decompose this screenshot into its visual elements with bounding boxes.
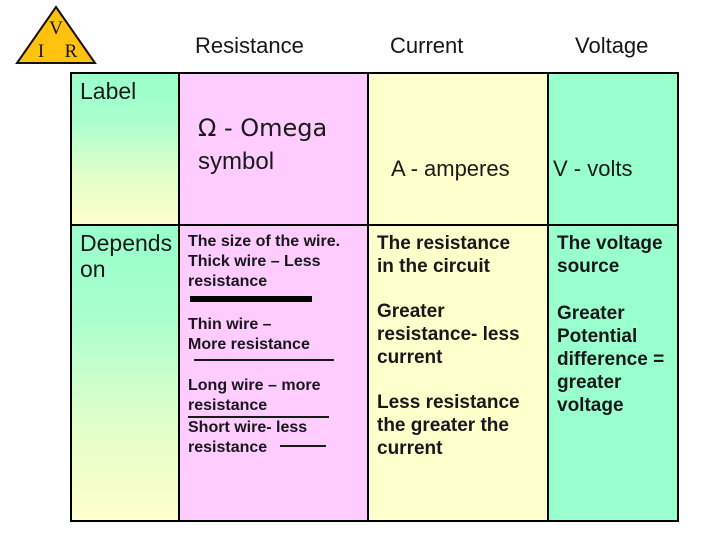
omega-symbol-text-line2: symbol (198, 148, 275, 175)
cell-depends-resistance: The size of the wire. Thick wire – Less … (178, 226, 367, 520)
voltage-p2-line4: greater (557, 372, 622, 393)
current-p2-line1: Greater (377, 301, 445, 322)
thick-wire-line1: Thick wire – Less (188, 253, 321, 270)
column-headers: Resistance Current Voltage (70, 33, 680, 67)
spacer (188, 361, 361, 376)
column-header-voltage: Voltage (575, 33, 649, 58)
current-paragraph-2: Greater resistance- less current (377, 300, 541, 369)
table-row: Depends on The size of the wire. Thick w… (72, 224, 677, 520)
voltage-paragraph-2: Greater Potential difference = greater v… (557, 302, 671, 417)
current-p2-line2: resistance- less (377, 324, 520, 345)
voltage-p2-line5: voltage (557, 395, 624, 416)
current-paragraph-3: Less resistance the greater the current (377, 391, 541, 460)
cell-depends-voltage: The voltage source Greater Potential dif… (547, 226, 677, 520)
triangle-letter-r: R (65, 41, 78, 62)
row-header-depends-on: Depends on (72, 226, 178, 520)
column-header-resistance: Resistance (195, 33, 304, 58)
cell-label-current: A - amperes (367, 74, 547, 224)
ampere-unit-text: A - amperes (391, 156, 510, 181)
row-header-depends-line1: Depends (80, 230, 173, 256)
long-wire-line1: Long wire – more (188, 377, 321, 394)
thick-wire-bar (190, 296, 312, 302)
cell-label-resistance: Ω - Omega symbol (178, 74, 367, 224)
voltage-p1-line2: source (557, 256, 620, 277)
voltage-paragraph-1: The voltage source (557, 232, 671, 278)
cell-depends-current: The resistance in the circuit Greater re… (367, 226, 547, 520)
row-header-label: Label (72, 74, 178, 224)
spacer (188, 302, 361, 315)
comparison-table: Label Ω - Omega symbol A - amperes V - v… (70, 72, 679, 522)
thin-wire-rule (194, 359, 334, 361)
current-p3-line1: Less resistance (377, 392, 520, 413)
current-p2-line3: current (377, 347, 443, 368)
thin-wire-line2: More resistance (188, 336, 310, 353)
short-wire-line1: Short wire- less (188, 419, 308, 436)
thin-wire-line1: Thin wire – (188, 316, 272, 333)
current-p1-line2: in the circuit (377, 256, 490, 277)
triangle-letter-i: I (38, 41, 44, 62)
voltage-p2-line3: difference = (557, 349, 665, 370)
table-row: Label Ω - Omega symbol A - amperes V - v… (72, 74, 677, 224)
long-wire-line2: resistance (188, 396, 330, 418)
row-header-depends-line2: on (80, 256, 106, 282)
thick-wire-line2: resistance (188, 273, 268, 290)
resistance-heading: The size of the wire. (188, 233, 341, 250)
current-paragraph-1: The resistance in the circuit (377, 232, 541, 278)
ohms-law-triangle-badge: V I R (14, 4, 98, 66)
current-p3-line2: the greater the (377, 415, 509, 436)
omega-symbol-text: Ω - Omega (198, 114, 328, 142)
column-header-current: Current (390, 33, 464, 58)
voltage-p2-line1: Greater (557, 303, 625, 324)
voltage-p1-line1: The voltage (557, 233, 663, 254)
current-p3-line3: current (377, 438, 443, 459)
short-wire-dash (279, 444, 326, 447)
short-wire-line2: resistance (188, 439, 268, 456)
row-header-label-text: Label (80, 78, 137, 104)
triangle-icon: V I R (15, 5, 97, 64)
volt-unit-text: V - volts (553, 156, 633, 181)
voltage-p2-line2: Potential (557, 326, 638, 347)
triangle-letter-v: V (49, 18, 63, 39)
current-p1-line1: The resistance (377, 233, 511, 254)
cell-label-voltage: V - volts (547, 74, 677, 224)
